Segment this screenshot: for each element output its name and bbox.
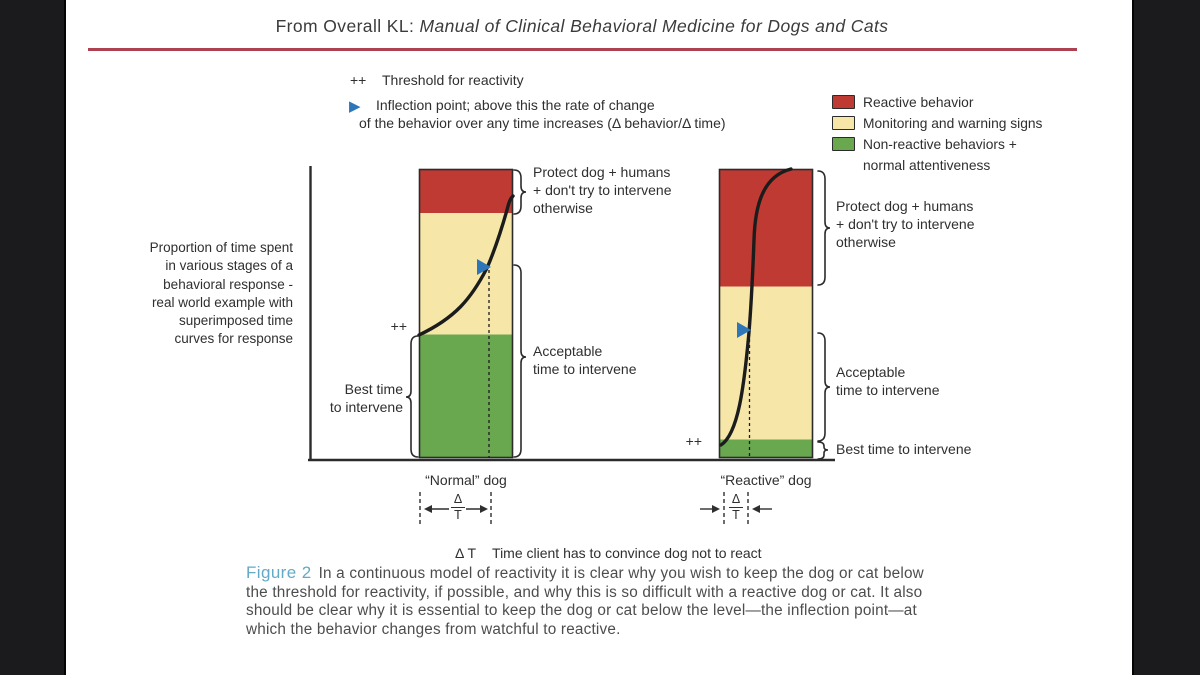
reactive-threshold-symbol: ++ [685,433,702,449]
t-symbol: T [451,507,465,522]
delta-symbol: Δ [731,492,741,506]
normal-bar-nonreactive-segment [419,334,513,458]
normal-delta-t-fraction: Δ T [451,493,465,522]
legend-label-monitoring: Monitoring and warning signs [863,116,1043,131]
legend-swatch-reactive-icon [832,95,855,109]
delta-symbol: Δ [453,492,463,506]
title-prefix: From Overall KL: [275,16,420,36]
inflection-marker-icon: ▶ [349,98,361,115]
normal-best-brace [405,335,419,458]
reactive-protect-label: Protect dog + humans + don't try to inte… [836,198,975,250]
page-title: From Overall KL: Manual of Clinical Beha… [66,16,1098,37]
delta-t-definition-text: Time client has to convince dog not to r… [492,545,762,561]
title-book-name: Manual of Clinical Behavioral Medicine f… [419,16,889,36]
legend-label-reactive: Reactive behavior [863,95,974,110]
normal-protect-label: Protect dog + humans + don't try to inte… [533,164,672,216]
y-axis-label: Proportion of time spent in various stag… [149,240,293,347]
key-inflection-label: Inflection point; above this the rate of… [359,97,726,131]
reactive-time-curve [719,167,793,447]
reactive-bar-nonreactive-segment [719,439,813,458]
normal-acceptable-label: Acceptable time to intervene [533,343,637,377]
normal-dog-bar [417,168,515,459]
key-threshold-symbol: ++ [350,72,367,88]
delta-t-term: Δ T [455,545,477,561]
normal-left-arrowhead-icon [424,505,432,513]
reactive-acceptable-brace [817,332,831,442]
normal-bar-outline [418,168,514,459]
letterbox-right [1132,0,1200,675]
normal-time-curve [417,194,515,337]
reactive-best-label: Best time to intervene [836,441,972,457]
reactive-inflection-triangle-icon [737,322,751,338]
reactive-acceptable-label: Acceptable time to intervene [836,364,940,398]
reactive-protect-brace [817,170,831,286]
reactive-best-brace [817,441,829,460]
figure-caption-text: In a continuous model of reactivity it i… [246,565,924,638]
legend-swatch-monitoring-icon [832,116,855,130]
legend-item-monitoring: Monitoring and warning signs [832,115,1042,134]
figure-number-label: Figure 2 [246,563,312,582]
title-rule [88,48,1077,51]
normal-threshold-symbol: ++ [390,318,407,334]
reactive-bar-monitoring-segment [719,286,813,440]
normal-inflection-triangle-icon [477,259,491,275]
reactive-dog-category-label: “Reactive” dog [720,472,812,488]
normal-bar-reactive-segment [419,169,513,213]
reactive-bar-outline [718,168,814,459]
normal-acceptable-brace [513,264,527,458]
legend-swatch-nonreactive-icon [832,137,855,151]
normal-dog-category-label: “Normal” dog [425,472,507,488]
reactive-bar-reactive-segment [719,169,813,287]
legend-item-reactive: Reactive behavior [832,94,973,113]
normal-right-arrowhead-icon [480,505,488,513]
normal-best-label: Best time to intervene [329,381,403,415]
delta-t-definition: Δ T Time client has to convince dog not t… [455,545,762,561]
reactive-left-arrowhead-icon [712,505,720,513]
key-threshold-label: Threshold for reactivity [382,72,524,88]
letterbox-left [0,0,66,675]
legend-label-nonreactive: Non-reactive behaviors + normal attentiv… [863,137,1017,173]
reactive-right-arrowhead-icon [752,505,760,513]
reactive-delta-t-fraction: Δ T [729,493,743,522]
normal-bar-monitoring-segment [419,213,513,335]
t-symbol: T [729,507,743,522]
normal-protect-brace [513,169,527,215]
reactive-dog-bar [718,167,814,459]
legend-item-nonreactive: Non-reactive behaviors + normal attentiv… [832,136,1017,176]
